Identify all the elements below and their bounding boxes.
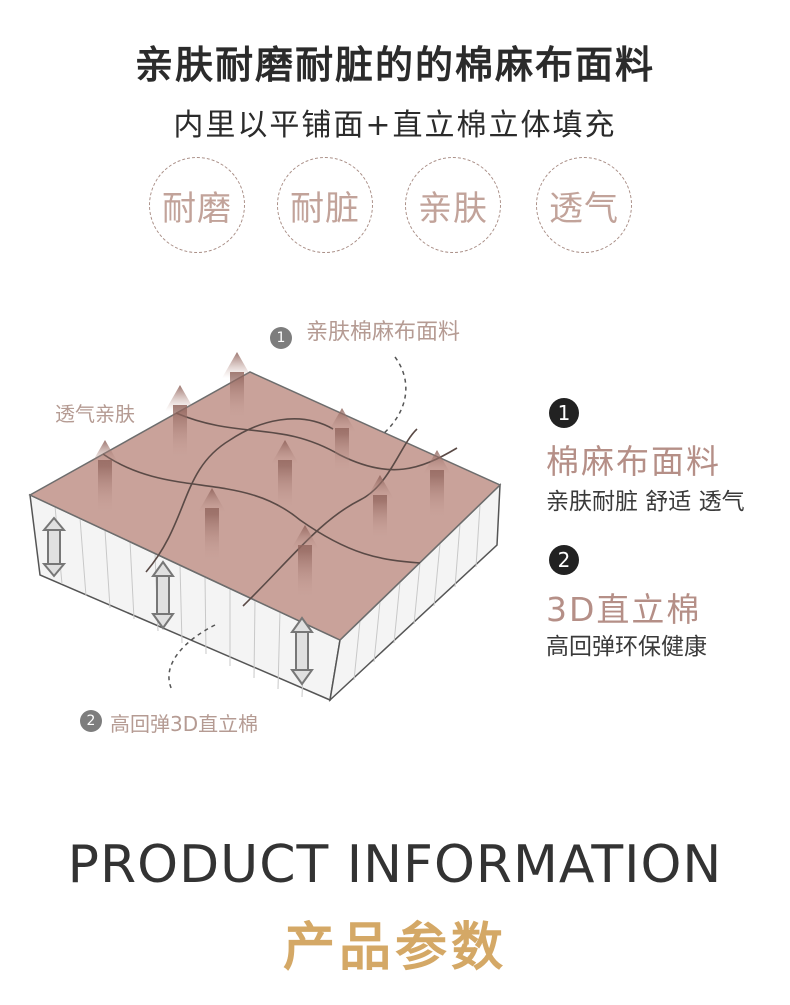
- leader-top: [381, 356, 407, 436]
- feature-1-title: 棉麻布面料: [546, 442, 721, 481]
- badge-label: 耐磨: [162, 188, 232, 229]
- badge-wear-resistant: 耐磨: [149, 157, 245, 253]
- callout-bottom-number: 2: [80, 710, 102, 732]
- feature-1-desc: 亲肤耐脏 舒适 透气: [546, 489, 745, 515]
- callout-top-number: 1: [270, 327, 292, 349]
- section-title-en: PRODUCT INFORMATION: [67, 835, 723, 895]
- badge-breathable: 透气: [536, 157, 632, 253]
- cushion-diagram: [28, 352, 502, 703]
- page-subtitle: 内里以平铺面+直立棉立体填充: [173, 108, 617, 143]
- rebound-arrows: [41, 516, 314, 686]
- feature-1-number: 1: [549, 398, 579, 428]
- leader-bottom: [168, 624, 216, 691]
- feature-2-desc: 高回弹环保健康: [546, 634, 707, 660]
- quilting-lines: [102, 412, 458, 607]
- badge-label: 亲肤: [418, 188, 488, 229]
- callout-left-label: 透气亲肤: [55, 402, 135, 426]
- badge-skin-friendly: 亲肤: [405, 157, 501, 253]
- badge-label: 透气: [549, 188, 619, 229]
- breathability-arrows: [90, 352, 452, 600]
- badge-label: 耐脏: [290, 188, 360, 229]
- badge-stain-resistant: 耐脏: [277, 157, 373, 253]
- callout-top-label: 亲肤棉麻布面料: [306, 320, 461, 345]
- page-title: 亲肤耐磨耐脏的的棉麻布面料: [134, 43, 655, 87]
- section-title-cn: 产品参数: [282, 918, 507, 978]
- callout-bottom-label: 高回弹3D直立棉: [110, 712, 259, 736]
- feature-2-number: 2: [549, 545, 579, 575]
- feature-2-title: 3D直立棉: [546, 590, 702, 629]
- cushion-side-right: [328, 483, 501, 703]
